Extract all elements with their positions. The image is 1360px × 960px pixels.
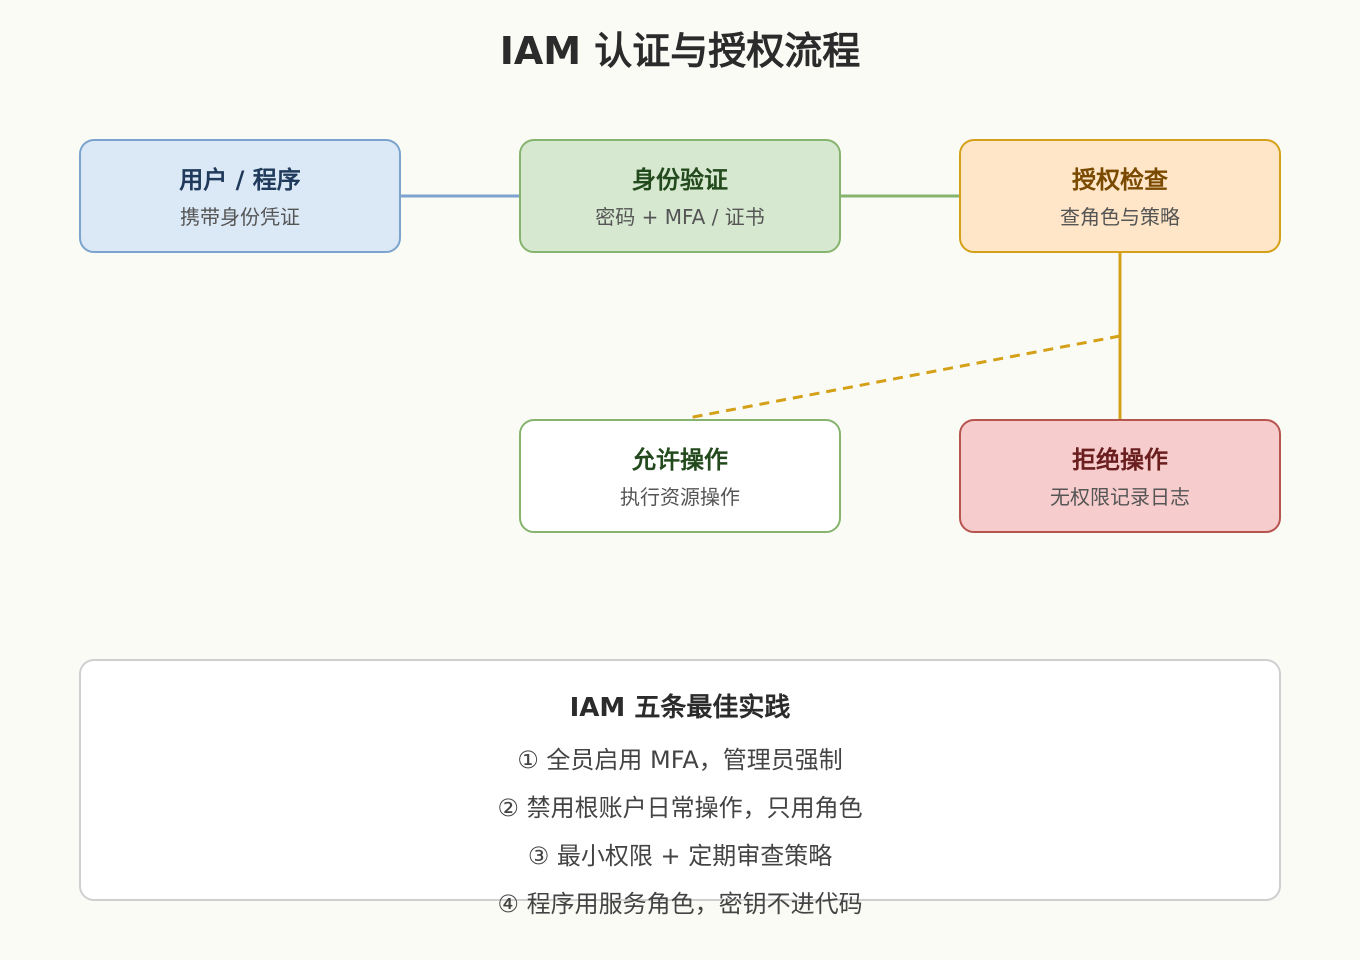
node-deny-title: 拒绝操作 (1072, 446, 1168, 474)
best-practice-item: ③ 最小权限 + 定期审查策略 (528, 842, 833, 870)
node-user-title: 用户 / 程序 (179, 166, 300, 194)
best-practices-panel: IAM 五条最佳实践 ① 全员启用 MFA，管理员强制 ② 禁用根账户日常操作，… (79, 659, 1281, 918)
node-authz: 授权检查 查角色与策略 (959, 139, 1281, 253)
node-allow-title: 允许操作 (631, 446, 728, 474)
node-deny-box (959, 419, 1281, 533)
diagram-title: IAM 认证与授权流程 (500, 29, 861, 73)
node-user: 用户 / 程序 携带身份凭证 (79, 139, 401, 253)
node-auth-box (519, 139, 841, 253)
node-authz-title: 授权检查 (1072, 166, 1168, 194)
best-practice-item: ① 全员启用 MFA，管理员强制 (517, 746, 843, 774)
node-allow-box (519, 419, 841, 533)
best-practice-item: ④ 程序用服务角色，密钥不进代码 (497, 890, 862, 918)
node-authz-box (959, 139, 1281, 253)
node-auth-subtitle: 密码 + MFA / 证书 (595, 205, 765, 229)
best-practices-box (79, 659, 1281, 901)
best-practices-title: IAM 五条最佳实践 (570, 692, 791, 723)
node-auth: 身份验证 密码 + MFA / 证书 (519, 139, 841, 253)
node-deny-subtitle: 无权限记录日志 (1050, 485, 1190, 509)
node-allow-subtitle: 执行资源操作 (620, 485, 740, 509)
node-allow: 允许操作 执行资源操作 (519, 419, 841, 533)
node-user-box (79, 139, 401, 253)
connector-authz-allow (687, 334, 1121, 420)
node-user-subtitle: 携带身份凭证 (180, 205, 300, 229)
node-deny: 拒绝操作 无权限记录日志 (959, 419, 1281, 533)
best-practice-item: ② 禁用根账户日常操作，只用角色 (497, 794, 862, 822)
node-auth-title: 身份验证 (632, 166, 728, 194)
node-authz-subtitle: 查角色与策略 (1060, 205, 1180, 229)
